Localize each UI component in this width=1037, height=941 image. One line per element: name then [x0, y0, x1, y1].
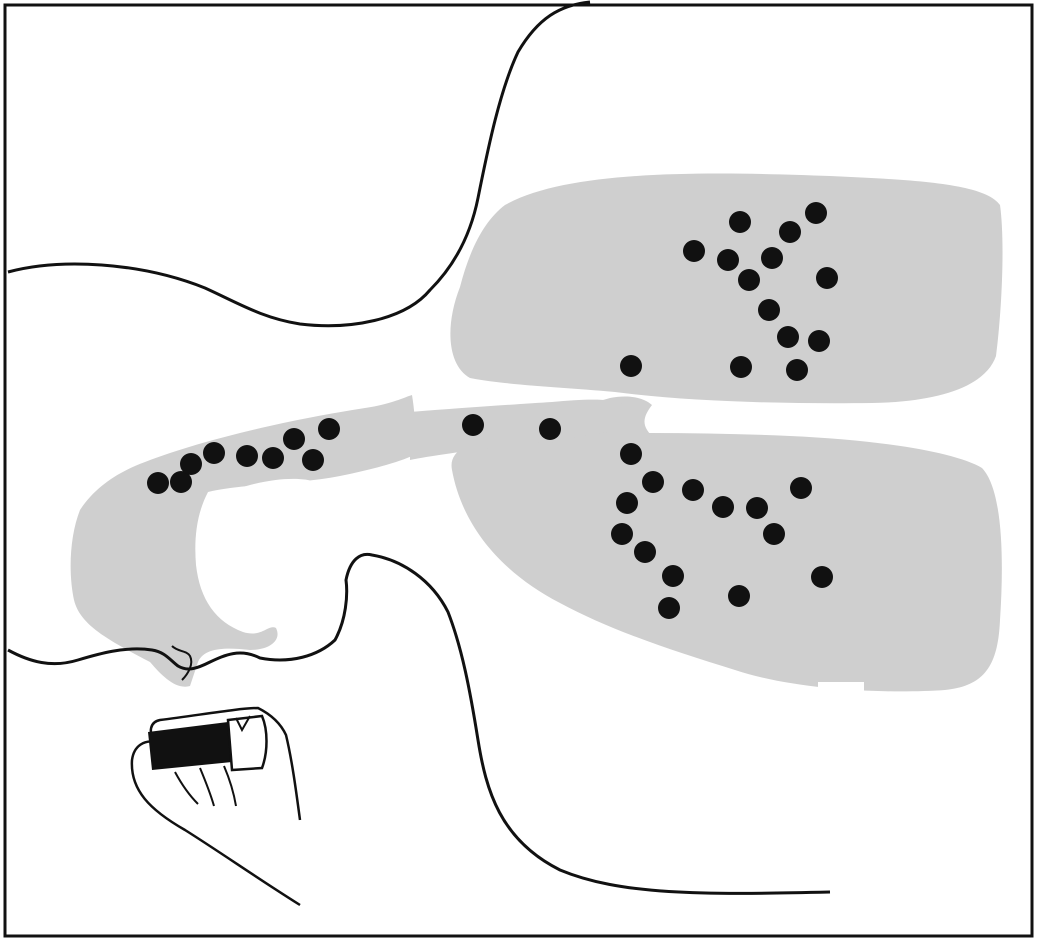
particle-upper-10	[777, 326, 799, 348]
particle-lower-9	[763, 523, 785, 545]
particle-upper-9	[758, 299, 780, 321]
particle-trachea-1	[462, 414, 484, 436]
particle-trachea-2	[539, 418, 561, 440]
particle-upper-12	[620, 355, 642, 377]
particle-nasal-1	[147, 472, 169, 494]
particle-lower-5	[616, 492, 638, 514]
particle-upper-4	[683, 240, 705, 262]
particle-lower-12	[811, 566, 833, 588]
particle-lower-8	[611, 523, 633, 545]
particle-upper-2	[805, 202, 827, 224]
particle-upper-1	[729, 211, 751, 233]
particle-upper-5	[717, 249, 739, 271]
particle-nasal-7	[283, 428, 305, 450]
particle-lower-1	[620, 443, 642, 465]
particle-upper-3	[779, 221, 801, 243]
particle-upper-6	[761, 247, 783, 269]
particle-nasal-4	[203, 442, 225, 464]
particle-lower-7	[746, 497, 768, 519]
upper-lung-lobe	[450, 174, 1002, 404]
particle-nasal-6	[262, 447, 284, 469]
particle-lower-6	[712, 496, 734, 518]
particle-upper-8	[816, 267, 838, 289]
particle-upper-14	[786, 359, 808, 381]
inhaler-mouthpiece	[228, 716, 267, 770]
particle-nasal-9	[318, 418, 340, 440]
particle-lower-3	[682, 479, 704, 501]
particle-upper-13	[730, 356, 752, 378]
particle-nasal-8	[302, 449, 324, 471]
particle-nasal-3	[180, 453, 202, 475]
particle-lower-11	[662, 565, 684, 587]
particle-lower-10	[634, 541, 656, 563]
particle-lower-13	[728, 585, 750, 607]
particle-upper-11	[808, 330, 830, 352]
particle-lower-14	[658, 597, 680, 619]
particle-upper-7	[738, 269, 760, 291]
particle-lower-2	[642, 471, 664, 493]
particle-nasal-5	[236, 445, 258, 467]
particle-lower-4	[790, 477, 812, 499]
blank-notch	[818, 682, 864, 696]
